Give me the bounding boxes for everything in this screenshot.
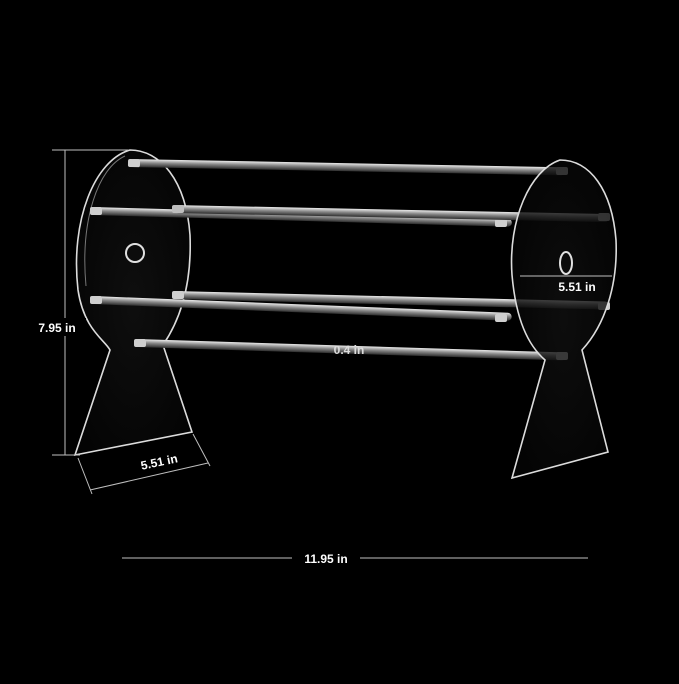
rod-diameter-dimension: 0.4 in bbox=[334, 343, 365, 357]
rod-diameter-label: 0.4 in bbox=[334, 343, 365, 357]
rods bbox=[90, 159, 610, 361]
right-panel-hole bbox=[559, 251, 573, 275]
length-label: 11.95 in bbox=[304, 552, 347, 566]
height-dimension: 7.95 in bbox=[28, 149, 128, 456]
base-depth-label: 5.51 in bbox=[139, 451, 178, 472]
end-width-label: 5.51 in bbox=[558, 280, 595, 294]
rod-5 bbox=[90, 296, 512, 322]
right-end-panel bbox=[510, 159, 617, 480]
left-panel-hole bbox=[125, 243, 145, 263]
height-label: 7.95 in bbox=[38, 321, 75, 335]
end-width-dimension: 5.51 in bbox=[520, 275, 612, 294]
rod-1 bbox=[127, 159, 568, 176]
length-dimension: 11.95 in bbox=[122, 552, 588, 566]
